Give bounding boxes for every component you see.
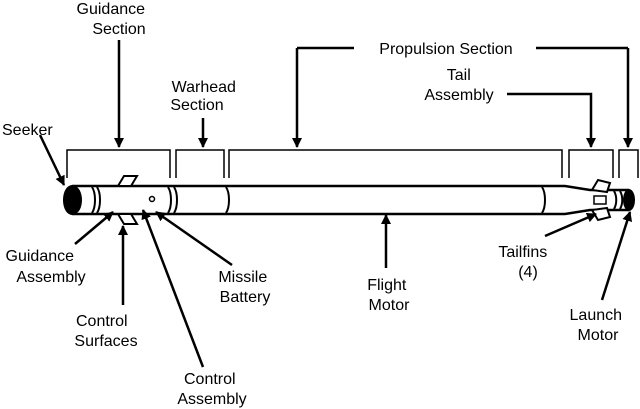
joint-6	[541, 186, 546, 214]
joint-7	[613, 190, 618, 210]
arrow-tail-assembly	[507, 92, 596, 148]
label-missile-battery: Missile Battery	[218, 269, 271, 306]
battery-port	[148, 195, 156, 203]
joint-4	[173, 186, 178, 214]
tailfin-upper	[590, 178, 612, 194]
section-brackets	[66, 149, 639, 178]
label-warhead-section: Warhead Section	[170, 79, 240, 114]
seeker-dome	[66, 186, 82, 214]
label-guidance-assembly: Guidance Assembly	[6, 248, 86, 286]
label-flight-motor: Flight Motor	[367, 277, 411, 314]
leader-lines	[38, 40, 633, 368]
control-surface-top	[116, 175, 139, 187]
joint-5	[225, 186, 230, 214]
bracket-launch	[618, 149, 639, 178]
joint-1	[91, 186, 96, 214]
label-guidance-section: Guidance Section	[77, 1, 150, 38]
bracket-flight-motor	[228, 149, 563, 178]
arrow-guidance-assembly	[74, 211, 114, 245]
arrow-seeker	[38, 134, 66, 186]
missile-body	[63, 175, 635, 225]
label-tailfins: Tailfins (4)	[498, 244, 551, 281]
arrow-tailfins	[544, 212, 597, 238]
joint-3	[167, 186, 172, 214]
label-tail-assembly: Tail Assembly	[424, 67, 493, 104]
bracket-guidance	[66, 149, 171, 178]
tailfin-middle	[593, 195, 607, 205]
arrow-control-assembly	[141, 209, 205, 368]
control-surface-bottom	[116, 213, 139, 225]
label-launch-motor: Launch Motor	[570, 307, 627, 344]
labels: Guidance Section Warhead Section Propuls…	[2, 1, 627, 408]
label-propulsion-section: Propulsion Section	[379, 41, 512, 58]
bracket-warhead	[175, 149, 225, 178]
joint-8	[619, 190, 624, 210]
joint-2	[96, 186, 101, 214]
label-seeker: Seeker	[2, 122, 53, 139]
launch-motor-nozzle	[623, 189, 635, 211]
label-control-assembly: Control Assembly	[177, 371, 246, 408]
arrow-missile-battery	[155, 210, 233, 267]
bracket-tail	[568, 149, 614, 178]
label-control-surfaces: Control Surfaces	[74, 313, 137, 350]
arrow-launch-motor	[600, 211, 633, 301]
